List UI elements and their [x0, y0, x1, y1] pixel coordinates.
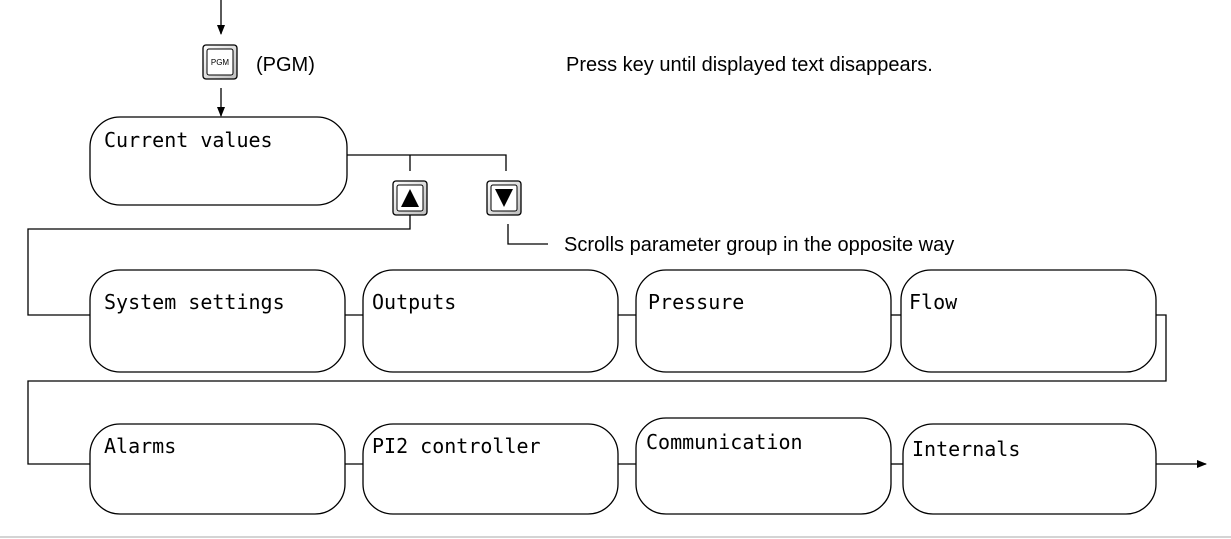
system-settings-label: System settings: [104, 290, 285, 314]
scroll-note-text: Scrolls parameter group in the opposite …: [564, 234, 954, 256]
internals-label: Internals: [912, 437, 1020, 461]
communication-box[interactable]: [635, 417, 892, 515]
current-values-label: Current values: [104, 128, 273, 152]
pgm-caption: (PGM): [256, 54, 315, 76]
pgm-key-icon[interactable]: PGM: [202, 44, 238, 80]
pi2-controller-box[interactable]: [362, 423, 619, 515]
communication-label: Communication: [646, 430, 803, 454]
row1-to-row2-wire: [27, 314, 1167, 465]
up-key-icon[interactable]: [392, 180, 428, 216]
up-to-row1-wire: [27, 215, 411, 316]
current-values-box[interactable]: [89, 116, 348, 206]
internals-box[interactable]: [902, 423, 1157, 515]
down-note-wire: [507, 224, 548, 245]
outputs-label: Outputs: [372, 290, 456, 314]
alarms-label: Alarms: [104, 434, 176, 458]
down-key-icon[interactable]: [486, 180, 522, 216]
pressure-label: Pressure: [648, 290, 744, 314]
pi2-controller-label: PI2 controller: [372, 434, 541, 458]
system-settings-box[interactable]: [89, 269, 346, 373]
outputs-box[interactable]: [362, 269, 619, 373]
pgm-key-label: PGM: [211, 58, 230, 67]
current-to-keys-wire: [347, 154, 507, 171]
instruction-text: Press key until displayed text disappear…: [566, 54, 933, 76]
alarms-box[interactable]: [89, 423, 346, 515]
pressure-box[interactable]: [635, 269, 892, 373]
flow-box[interactable]: [900, 269, 1157, 373]
flow-label: Flow: [909, 290, 958, 314]
